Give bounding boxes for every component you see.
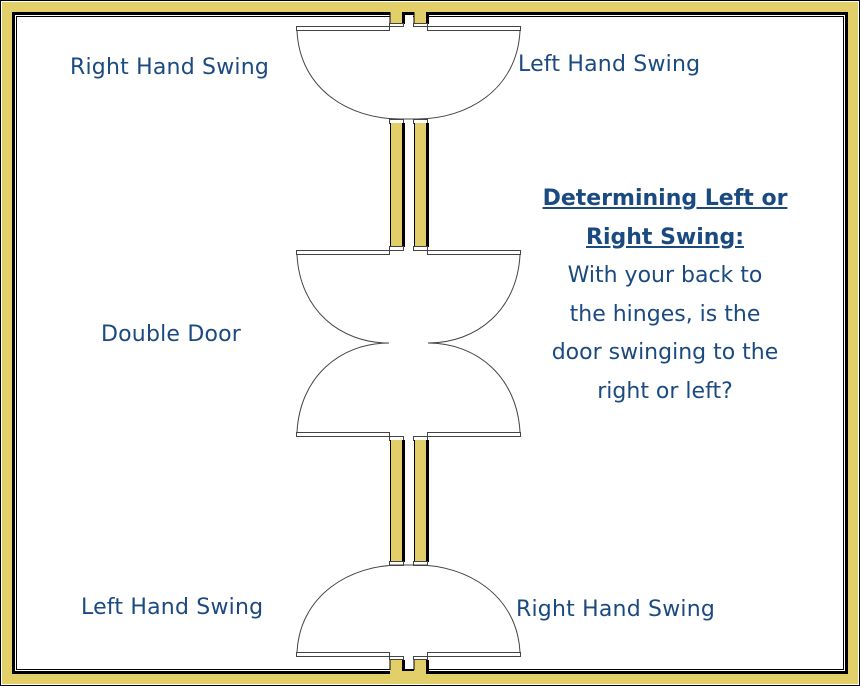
swing-explanation-note: Determining Left or Right Swing: With yo… — [540, 180, 790, 411]
label-top-right-hand-swing: Right Hand Swing — [70, 55, 270, 80]
upper-wall — [389, 119, 429, 251]
bottom-wall-notch — [389, 656, 429, 674]
label-top-left-hand-swing: Left Hand Swing — [518, 52, 701, 77]
double-door — [296, 250, 521, 437]
bottom-door — [296, 564, 521, 657]
lower-wall — [389, 436, 429, 566]
note-body-line-2: the hinges, is the — [569, 301, 761, 327]
note-body-line-3: door swinging to the — [551, 340, 779, 365]
label-double-door: Double Door — [101, 322, 242, 347]
note-heading-line-1: Determining Left or — [542, 186, 788, 211]
note-body-line-4: right or left? — [597, 378, 733, 404]
note-body-line-1: With your back to — [567, 263, 763, 288]
label-bottom-right-hand-swing: Right Hand Swing — [516, 597, 716, 622]
label-bottom-left-hand-swing: Left Hand Swing — [81, 595, 264, 620]
note-heading-line-2: Right Swing: — [586, 224, 744, 250]
top-wall-notch — [389, 12, 429, 27]
